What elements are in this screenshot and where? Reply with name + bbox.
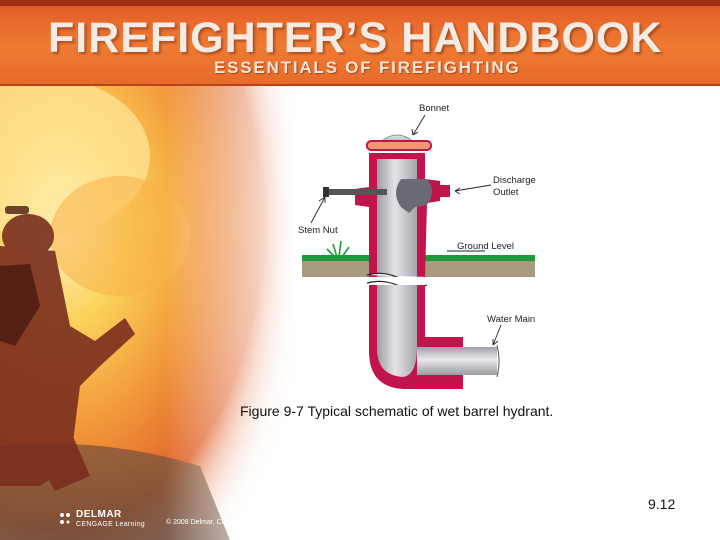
copyright-text: © 2008 Delmar, Cengage Learning [166, 519, 274, 526]
label-discharge-line1: Discharge [493, 175, 536, 186]
lower-barrel-inner [377, 285, 417, 377]
page-number: 9.12 [648, 496, 675, 512]
firefighter-background-image [0, 86, 300, 540]
label-ground-level: Ground Level [457, 241, 514, 252]
hydrant-figure: Bonnet Discharge Outlet Stem Nut Ground … [297, 101, 540, 390]
logo-line2: CENGAGE Learning [76, 521, 145, 528]
stem-nut [323, 187, 329, 197]
label-stem-nut: Stem Nut [298, 225, 338, 236]
discharge-outlet [440, 185, 450, 197]
header-subtitle: ESSENTIALS OF FIREFIGHTING [214, 58, 521, 78]
logo-line1: DELMAR [76, 509, 122, 520]
delmar-logo-icon [58, 511, 72, 527]
stem-rod [325, 189, 387, 195]
figure-caption: Figure 9-7 Typical schematic of wet barr… [240, 403, 553, 419]
water-main-end [497, 345, 499, 377]
header-top-strip [0, 0, 720, 6]
header-title: FIREFIGHTER’S HANDBOOK [48, 14, 662, 63]
delmar-cengage-logo: DELMAR CENGAGE Learning [58, 509, 163, 533]
label-water-main: Water Main [487, 314, 535, 325]
grass-tuft [327, 241, 349, 257]
bonnet-cap [367, 141, 431, 150]
label-discharge-line2: Outlet [493, 187, 519, 198]
label-bonnet: Bonnet [419, 103, 449, 114]
upper-barrel-inner [377, 159, 417, 277]
water-main-pipe [417, 347, 497, 375]
hydrant-schematic: Bonnet Discharge Outlet Stem Nut Ground … [297, 101, 540, 390]
header-banner: FIREFIGHTER’S HANDBOOK ESSENTIALS OF FIR… [0, 0, 720, 86]
